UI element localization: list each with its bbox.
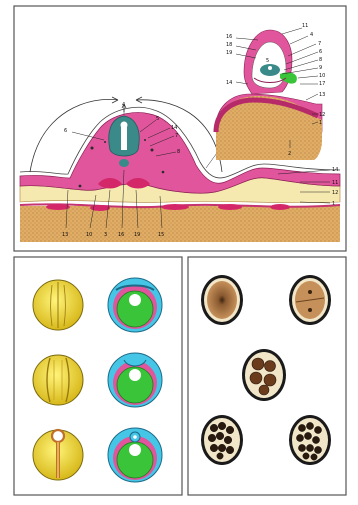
top-panel: 4 6 5 14 7 8 13 14 11 12 1 13 10 3 16 19… (14, 6, 346, 251)
main-label-15: 15 (158, 232, 164, 238)
inset-label-10: 10 (319, 73, 325, 79)
neural-canal-top (121, 122, 128, 129)
main-label-12: 12 (332, 190, 338, 196)
inset-label-14: 14 (226, 80, 232, 86)
inset-label-19: 19 (226, 50, 232, 56)
egg-morula-2 (289, 415, 331, 465)
neurulation-section-2 (108, 353, 162, 407)
main-label-5: 5 (156, 116, 159, 122)
neurulation-section-3 (108, 428, 162, 482)
inset-neural-canal (268, 66, 272, 70)
inset-label-13: 13 (319, 92, 325, 98)
bottom-left-panel (14, 257, 182, 495)
main-label-1: 1 (332, 201, 335, 207)
main-label-6: 6 (64, 128, 67, 134)
inset-label-11: 11 (302, 23, 308, 29)
main-label-16: 16 (118, 232, 124, 238)
inset-label-12: 12 (319, 112, 325, 118)
egg-single-cell (201, 275, 243, 325)
inset-label-1: 1 (319, 120, 322, 126)
inset-label-6: 6 (319, 49, 322, 55)
main-label-11: 11 (332, 180, 338, 186)
inset-label-18: 18 (226, 42, 232, 48)
inset-label-17: 17 (319, 81, 325, 87)
inset-label-8: 8 (319, 57, 322, 63)
inset-label-4: 4 (310, 32, 313, 38)
inset-label-2: 2 (288, 151, 291, 157)
inset-label-5: 5 (266, 58, 269, 64)
main-label-3: 3 (104, 232, 107, 238)
inset-label-7: 7 (318, 41, 321, 47)
main-label-7: 7 (175, 133, 178, 139)
notochord (119, 159, 129, 167)
neurulation-dorsal-3 (33, 430, 83, 480)
inset-label-16: 16 (226, 34, 232, 40)
inset-label-9: 9 (319, 65, 322, 71)
neurulation-dorsal-2 (33, 355, 83, 405)
main-label-10: 10 (86, 232, 92, 238)
egg-morula-1 (201, 415, 243, 465)
main-label-4: 4 (122, 102, 125, 108)
main-label-13b: 13 (62, 232, 68, 238)
main-label-8: 8 (177, 149, 180, 155)
bottom-right-panel (188, 257, 346, 495)
main-label-19: 19 (134, 232, 140, 238)
neurulation-dorsal-1 (33, 280, 83, 330)
main-label-14a: 14 (171, 125, 177, 131)
egg-two-cell (289, 275, 331, 325)
egg-early-morula (242, 349, 286, 401)
neurulation-section-1 (108, 278, 162, 332)
main-label-14b: 14 (332, 167, 338, 173)
